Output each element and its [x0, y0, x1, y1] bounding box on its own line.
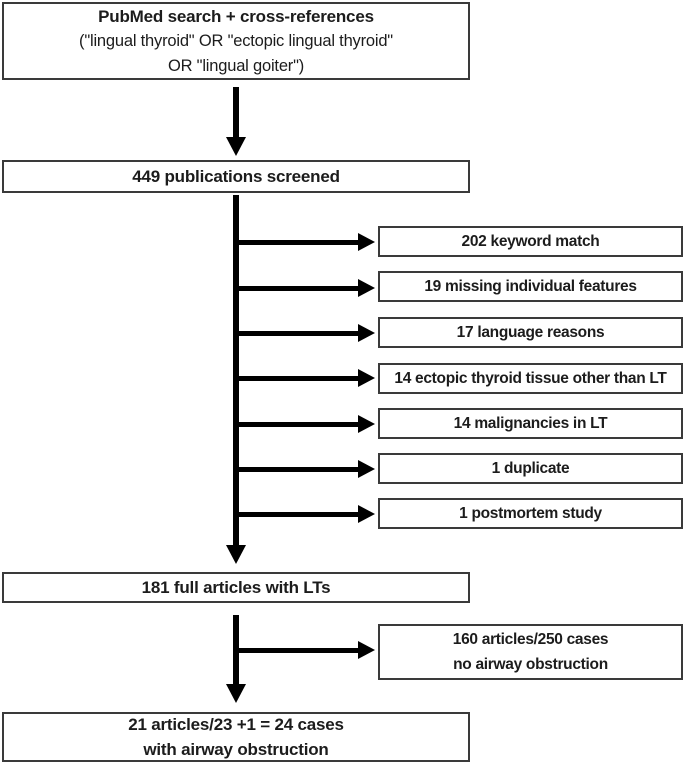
trunk-full-to-included-head-icon [226, 684, 246, 703]
exclusion-box-missing-features: 19 missing individual features [378, 271, 683, 302]
exclusion-box-label: 17 language reasons [456, 323, 605, 341]
branch-arrow-shaft [236, 375, 358, 381]
branch-arrow-head-icon [358, 369, 375, 387]
source-box: PubMed search + cross-references ("lingu… [2, 2, 470, 80]
branch-arrow-head-icon [358, 505, 375, 523]
no-obstruction-box-line2: no airway obstruction [453, 656, 608, 673]
branch-arrow-shaft [236, 466, 358, 472]
no-obstruction-box-line1: 160 articles/250 cases [452, 631, 609, 648]
exclusion-box-label: 14 ectopic thyroid tissue other than LT [394, 369, 667, 387]
exclusion-box-ectopic-other: 14 ectopic thyroid tissue other than LT [378, 363, 683, 394]
branch-arrow-shaft [236, 330, 358, 336]
exclusion-box-postmortem: 1 postmortem study [378, 498, 683, 529]
arrow-source-to-screened-head-icon [226, 137, 246, 156]
source-box-query-line1: ("lingual thyroid" OR "ectopic lingual t… [79, 31, 393, 50]
arrow-source-to-screened-shaft [233, 87, 239, 137]
branch-arrow-shaft [236, 239, 358, 245]
branch-arrow-shaft [236, 421, 358, 427]
branch-arrow-head-icon [358, 279, 375, 297]
exclusion-box-label: 1 postmortem study [459, 504, 602, 522]
branch-arrow-shaft [236, 511, 358, 517]
included-box-line2: with airway obstruction [143, 740, 329, 759]
exclusion-box-label: 19 missing individual features [424, 277, 637, 295]
trunk-screened-to-full-head-icon [226, 545, 246, 564]
branch-arrow-shaft [236, 285, 358, 291]
screened-box: 449 publications screened [2, 160, 470, 193]
screened-box-label: 449 publications screened [132, 166, 340, 186]
exclusion-box-label: 202 keyword match [461, 232, 600, 250]
exclusion-box-keyword-match: 202 keyword match [378, 226, 683, 257]
branch-arrow-shaft [236, 647, 358, 653]
branch-arrow-head-icon [358, 460, 375, 478]
branch-arrow-head-icon [358, 233, 375, 251]
exclusion-box-language-reasons: 17 language reasons [378, 317, 683, 348]
exclusion-box-malignancies: 14 malignancies in LT [378, 408, 683, 439]
branch-arrow-head-icon [358, 415, 375, 433]
full-articles-box: 181 full articles with LTs [2, 572, 470, 603]
full-articles-box-label: 181 full articles with LTs [141, 577, 331, 597]
included-box: 21 articles/23 +1 = 24 cases with airway… [2, 712, 470, 762]
source-box-title: PubMed search + cross-references [98, 6, 374, 26]
branch-arrow-head-icon [358, 641, 375, 659]
included-box-line1: 21 articles/23 +1 = 24 cases [128, 715, 344, 734]
branch-arrow-head-icon [358, 324, 375, 342]
exclusion-box-label: 1 duplicate [491, 459, 570, 477]
trunk-screened-to-full-shaft [233, 195, 239, 545]
source-box-query-line2: OR "lingual goiter") [167, 56, 305, 75]
exclusion-box-label: 14 malignancies in LT [453, 414, 608, 432]
exclusion-box-duplicate: 1 duplicate [378, 453, 683, 484]
no-obstruction-box: 160 articles/250 cases no airway obstruc… [378, 624, 683, 680]
